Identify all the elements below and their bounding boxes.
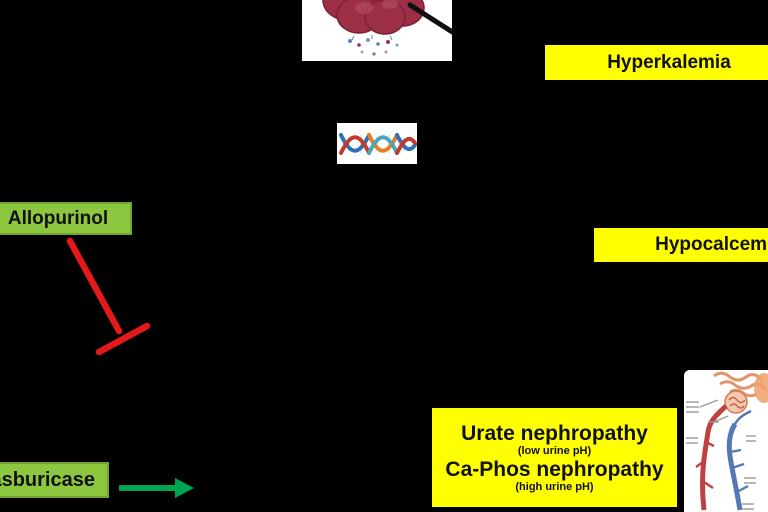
allopurinol-label: Allopurinol [0, 202, 132, 235]
lysing-cells-icon [302, 0, 452, 61]
dna-helix-icon [337, 123, 417, 164]
rasburicase-label: Rasburicase [0, 462, 109, 498]
nephropathy-label: Urate nephropathy (low urine pH) Ca-Phos… [432, 408, 677, 507]
lysing-tumor-cells-image [302, 0, 452, 61]
rasburicase-text: Rasburicase [0, 468, 95, 491]
dna-helix-image [337, 123, 417, 164]
pointer-line [407, 2, 452, 35]
urate-nephropathy-text: Urate nephropathy [461, 421, 648, 445]
hyperkalemia-text: Hyperkalemia [607, 51, 731, 73]
high-urine-ph-text: (high urine pH) [515, 481, 594, 494]
kidney-nephron-icon [684, 370, 768, 512]
ca-phos-nephropathy-text: Ca-Phos nephropathy [445, 457, 664, 481]
hyperkalemia-label: Hyperkalemia [545, 45, 768, 80]
hypocalcemia-label: Hypocalcemia [594, 228, 768, 262]
treatment-arrow [119, 478, 194, 498]
allopurinol-text: Allopurinol [7, 207, 109, 229]
kidney-nephron-image [684, 370, 768, 512]
low-urine-ph-text: (low urine pH) [517, 445, 592, 458]
inhibition-arrow [66, 237, 151, 356]
hypocalcemia-text: Hypocalcemia [655, 234, 768, 255]
